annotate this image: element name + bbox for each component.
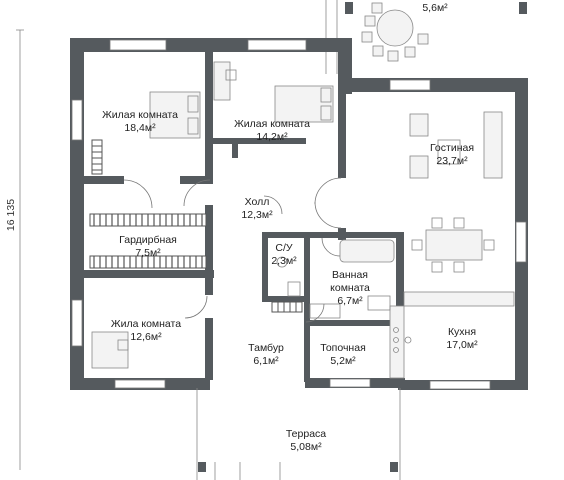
room-name: Терраса [286, 428, 326, 440]
desk-icon [91, 331, 129, 369]
top-area-label: 5,6м² [422, 2, 448, 14]
room-name: Тамбур [248, 342, 284, 354]
windows [71, 39, 527, 390]
dining-table-icon [411, 217, 495, 273]
bathtub-icon [339, 239, 395, 311]
room-area: 7,5м² [135, 247, 161, 259]
kitchen-counter-icon [389, 291, 515, 379]
room-area: 18,4м² [124, 122, 156, 134]
toilet-icon [276, 256, 301, 297]
sofa-icon [409, 111, 503, 179]
wardrobe-storage [89, 139, 303, 313]
room-name: Жилая комната [234, 118, 310, 130]
room-labels: Жилая комната 18,4м² Жилая комната 14,2м… [102, 109, 478, 453]
top-terrace: 5,6м² [325, 0, 527, 74]
room-name: Жилая комната [102, 109, 178, 121]
round-table-icon [361, 2, 429, 62]
room-area: 5,08м² [290, 441, 322, 453]
bed-icon [274, 85, 334, 123]
room-area: 6,7м² [337, 295, 363, 307]
room-name: Холл [245, 196, 270, 208]
room-area: 5,2м² [330, 355, 356, 367]
bottom-terrace [196, 388, 401, 480]
room-name: Гостиная [430, 142, 474, 154]
room-area: 2,3м² [271, 255, 297, 267]
room-name: С/У [275, 242, 293, 254]
room-name: Гардирбная [119, 234, 177, 246]
room-name: Кухня [448, 326, 476, 338]
room-name: Топочная [320, 342, 366, 354]
room-area: 12,3м² [241, 209, 273, 221]
desk-icon [213, 61, 237, 101]
room-area: 23,7м² [436, 155, 468, 167]
room-area: 14,2м² [256, 131, 288, 143]
room-area: 12,6м² [130, 331, 162, 343]
room-name: Жила комната [111, 318, 181, 330]
boiler-icon [309, 303, 341, 319]
doors [123, 177, 342, 323]
bed-icon [149, 91, 201, 139]
room-area: 6,1м² [253, 355, 279, 367]
room-area: 17,0м² [446, 339, 478, 351]
dimension-line: 16 135 [5, 29, 24, 470]
dimension-label: 16 135 [5, 199, 17, 231]
